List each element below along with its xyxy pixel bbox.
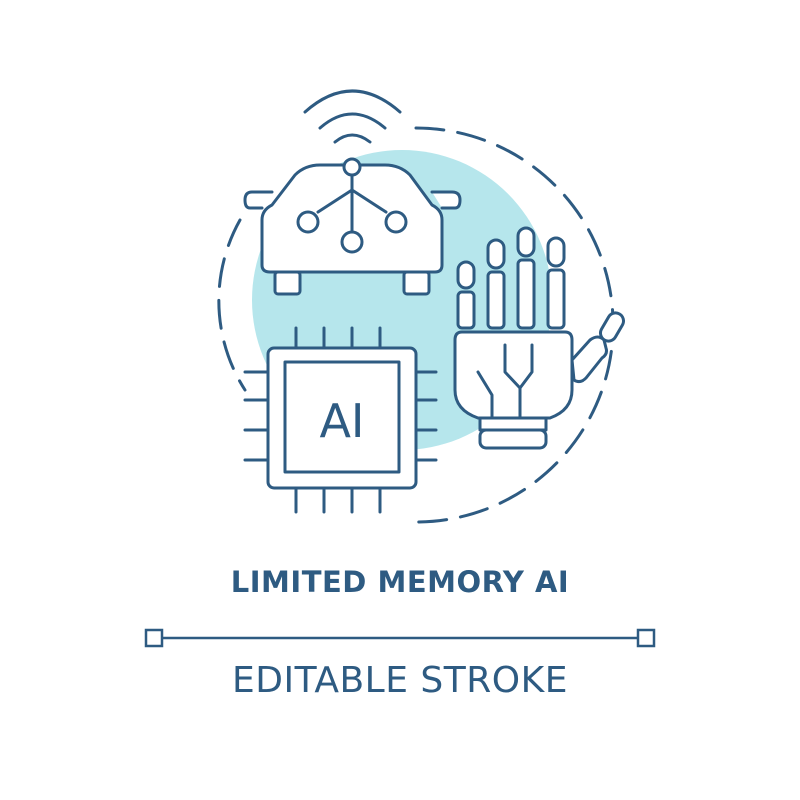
circuit-icon xyxy=(296,157,408,254)
limited-memory-ai-illustration: AI xyxy=(217,89,625,524)
ai-chip-icon xyxy=(243,326,438,514)
chip-label: AI xyxy=(319,394,364,448)
car-icon xyxy=(243,163,462,296)
editable-stroke-divider xyxy=(144,628,656,648)
subtitle: EDITABLE STROKE xyxy=(232,660,568,701)
dashed-circle-left xyxy=(217,218,247,392)
wireless-signal-icon xyxy=(303,89,402,144)
robot-hand-icon xyxy=(453,226,625,450)
title: LIMITED MEMORY AI xyxy=(230,565,570,599)
